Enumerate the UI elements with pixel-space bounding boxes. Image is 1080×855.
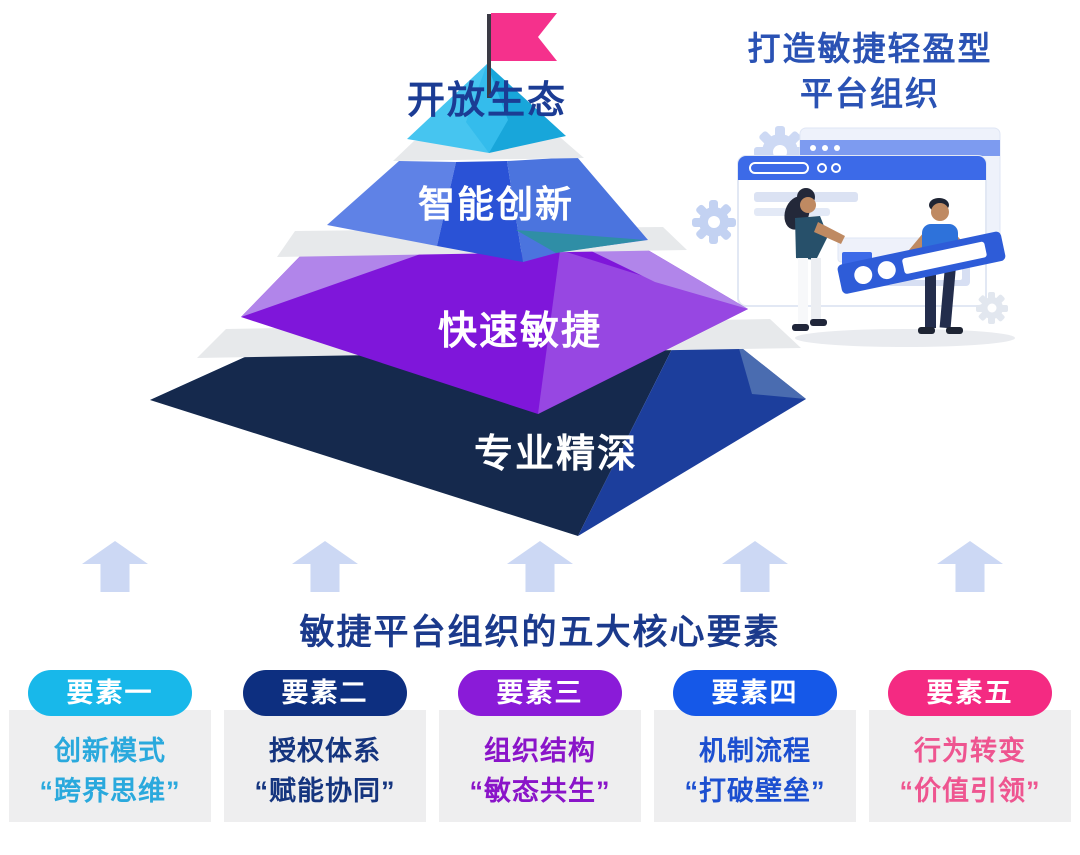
- pyramid-level-3: [241, 246, 748, 414]
- element-body: 创新模式 “跨界思维”: [9, 710, 211, 822]
- header-title-line2: 平台组织: [800, 75, 940, 112]
- element-line2: “赋能协同”: [254, 776, 396, 806]
- level-1-label: 开放生态: [407, 80, 567, 122]
- level-1-left-face: [407, 64, 489, 153]
- element-line2: “跨界思维”: [39, 776, 181, 806]
- flag-pole: [487, 14, 491, 98]
- ground-shadow: [795, 329, 1015, 347]
- header-title: 打造敏捷轻盈型 平台组织: [710, 26, 1030, 116]
- element-card-4: 要素四 机制流程 “打破壁垒”: [654, 670, 856, 822]
- level-4-right-face: [578, 345, 806, 536]
- element-body: 授权体系 “赋能协同”: [224, 710, 426, 822]
- level-2-label: 智能创新: [418, 184, 574, 225]
- element-card-2: 要素二 授权体系 “赋能协同”: [224, 670, 426, 822]
- element-body: 组织结构 “敏态共生”: [439, 710, 641, 822]
- carried-bar: [837, 231, 1006, 294]
- element-badge: 要素四: [673, 670, 837, 716]
- element-card-3: 要素三 组织结构 “敏态共生”: [439, 670, 641, 822]
- element-badge: 要素一: [28, 670, 192, 716]
- level-1-right-face: [487, 64, 566, 153]
- level-2-front-face: [437, 161, 523, 262]
- flag-icon: [491, 13, 557, 61]
- level-4-corner-face: [738, 345, 806, 399]
- level-3-right-face: [538, 250, 748, 414]
- pyramid-level-1: [407, 64, 566, 153]
- pyramid-scene: 开放生态 智能创新 快速敏捷 专业精深: [150, 13, 1015, 536]
- element-line1: 创新模式: [54, 736, 166, 766]
- level-2-left-face: [327, 161, 456, 246]
- level-2-teal-face: [516, 230, 645, 253]
- level-3-right-top-face: [585, 246, 748, 309]
- summit-flag: [487, 13, 557, 98]
- gear-icon: [692, 200, 736, 244]
- element-body: 机制流程 “打破壁垒”: [654, 710, 856, 822]
- element-badge: 要素二: [243, 670, 407, 716]
- header-title-line1: 打造敏捷轻盈型: [747, 30, 993, 67]
- element-cards: 要素一 创新模式 “跨界思维” 要素二 授权体系 “赋能协同” 要素三 组织结构…: [0, 670, 1080, 822]
- element-card-5: 要素五 行为转变 “价值引领”: [869, 670, 1071, 822]
- element-body: 行为转变 “价值引领”: [869, 710, 1071, 822]
- element-line2: “敏态共生”: [469, 776, 611, 806]
- platform-illustration: [692, 126, 1015, 347]
- element-line1: 机制流程: [699, 736, 811, 766]
- element-line1: 组织结构: [484, 736, 596, 766]
- element-line1: 授权体系: [269, 736, 381, 766]
- element-badge: 要素五: [888, 670, 1052, 716]
- element-line1: 行为转变: [914, 736, 1026, 766]
- element-card-1: 要素一 创新模式 “跨界思维”: [9, 670, 211, 822]
- level-3-label: 快速敏捷: [438, 310, 602, 353]
- woman-figure: [784, 188, 845, 331]
- level-3-left-face: [241, 247, 432, 317]
- element-line2: “打破壁垒”: [684, 776, 826, 806]
- element-line2: “价值引领”: [899, 776, 1041, 806]
- level-1-mid-face: [466, 64, 508, 153]
- section-title: 敏捷平台组织的五大核心要素: [299, 613, 781, 652]
- level-4-label: 专业精深: [474, 433, 638, 476]
- element-badge: 要素三: [458, 670, 622, 716]
- pyramid-level-2: [327, 157, 648, 262]
- gear-icon: [976, 292, 1008, 324]
